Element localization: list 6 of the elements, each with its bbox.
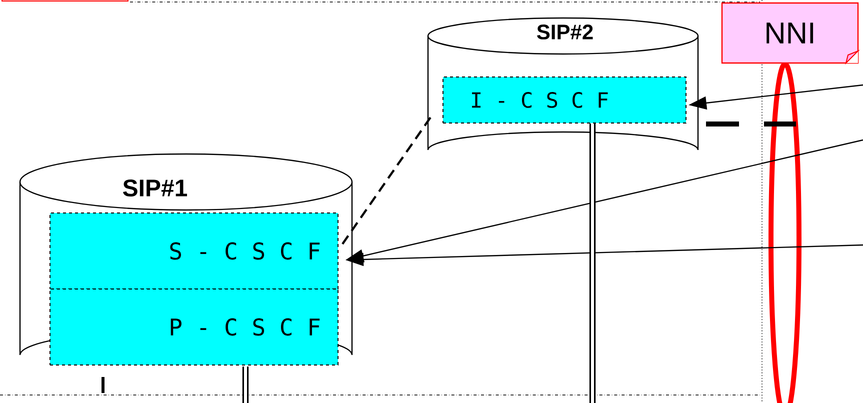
function-box: S - C S C F	[50, 212, 338, 290]
connector-line	[242, 366, 249, 403]
function-box: P - C S C F	[50, 288, 338, 366]
function-box: I - C S C F	[442, 76, 686, 124]
connector-line	[342, 116, 432, 245]
connector-line	[589, 124, 596, 403]
